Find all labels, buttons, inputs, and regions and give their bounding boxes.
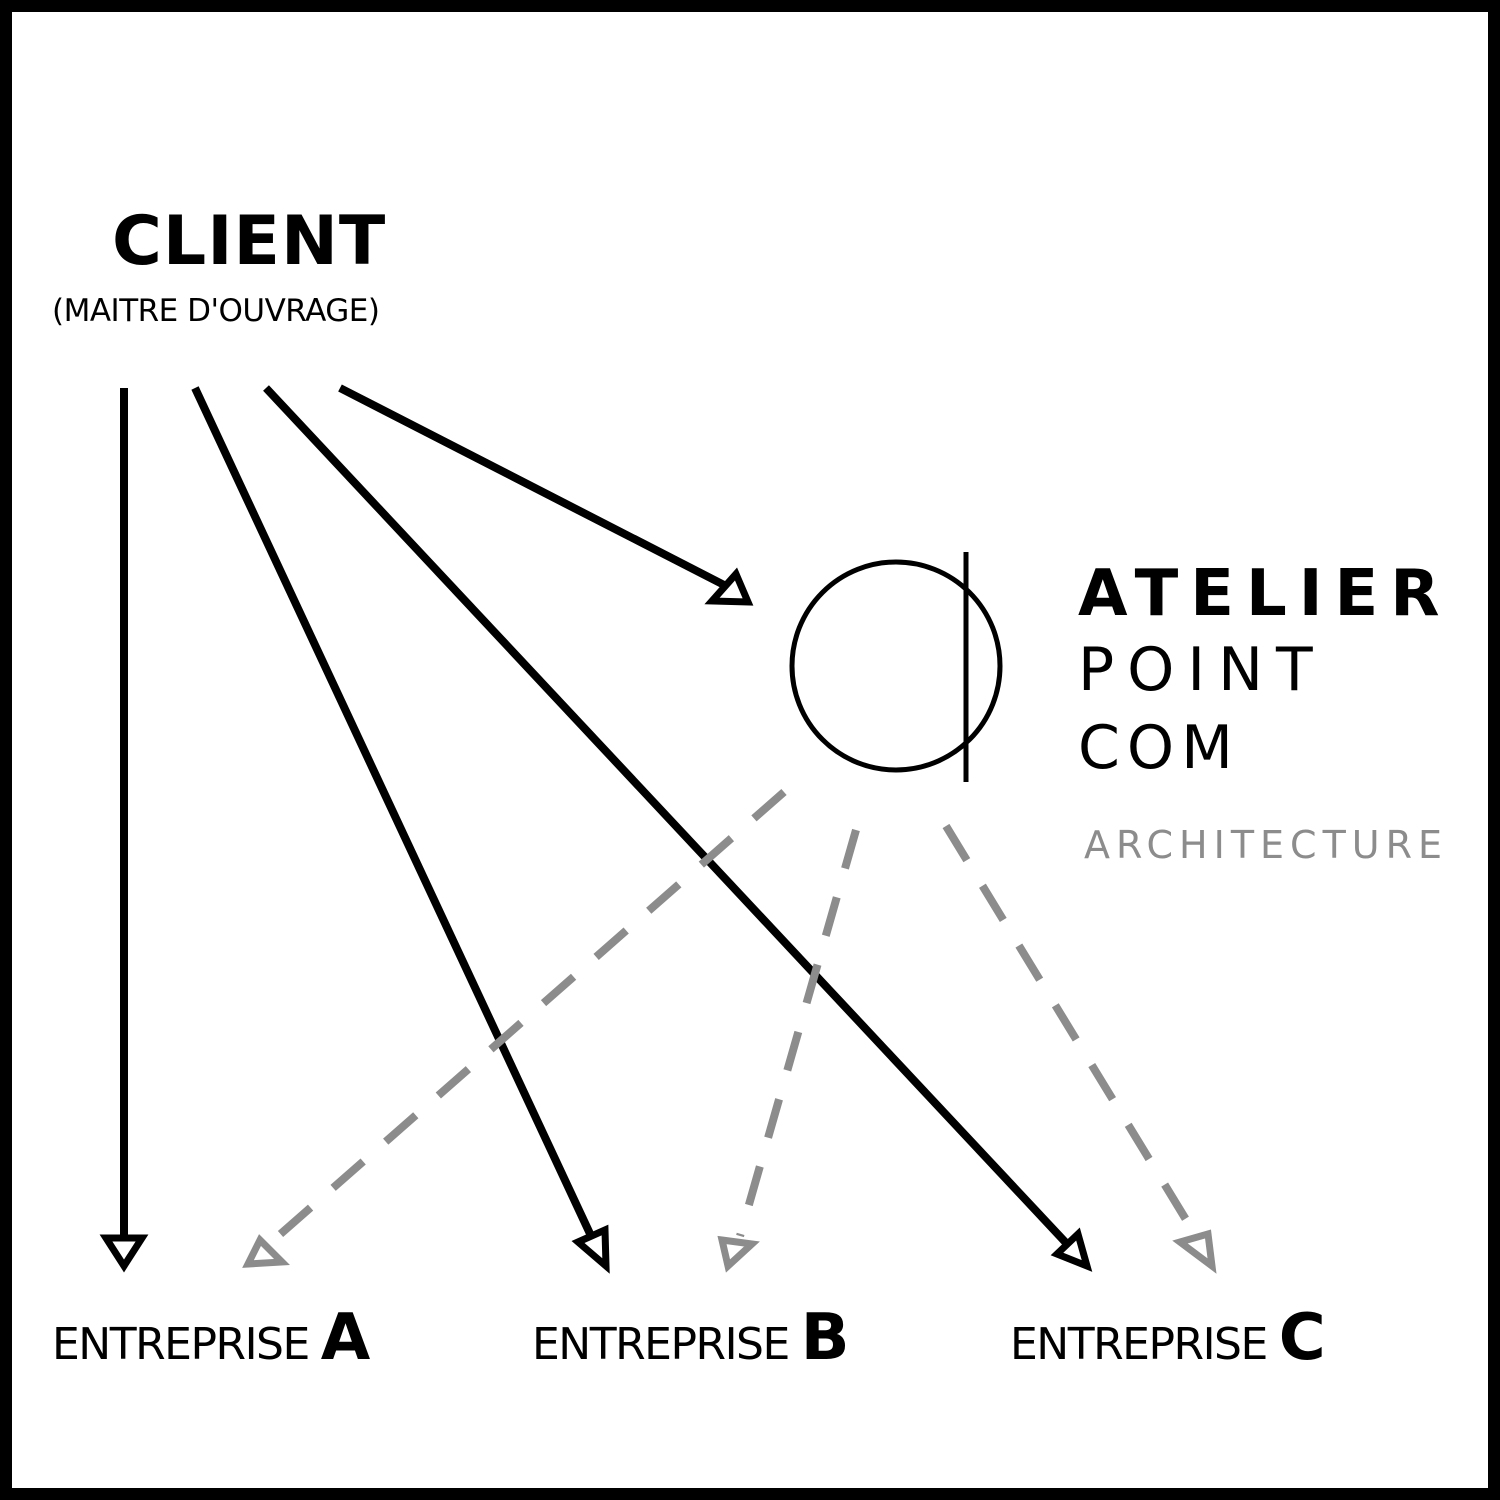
- brand-name-line-3: COM: [1078, 713, 1240, 783]
- entreprise-word: ENTREPRISE: [532, 1319, 790, 1370]
- arrowhead-entreprise-b: [571, 1224, 610, 1274]
- arrowhead-dashed-entreprise-b: [717, 1235, 760, 1273]
- entreprise-letter: C: [1278, 1301, 1326, 1375]
- client-subtitle: (MAITRE D'OUVRAGE): [52, 293, 380, 329]
- entreprise-letter: B: [800, 1301, 850, 1375]
- arrowhead-entreprise-a: [99, 1234, 149, 1273]
- arrow-architect-to-entreprise-b: [736, 828, 860, 1238]
- arrow-client-to-entreprise-b: [191, 386, 596, 1240]
- architect-arrowheads: [242, 1229, 1217, 1274]
- arrowhead-dashed-entreprise-a: [242, 1234, 290, 1268]
- architect-arrows: [273, 788, 1200, 1242]
- circle-with-vertical-line-logo-icon: [789, 552, 1003, 782]
- brand-tagline: ARCHITECTURE: [1084, 823, 1449, 867]
- entreprise-letter: A: [320, 1301, 371, 1375]
- arrow-client-to-architect: [338, 384, 730, 591]
- client-arrows: [120, 384, 1071, 1248]
- arrowhead-dashed-entreprise-c: [1172, 1229, 1217, 1274]
- brand-name-line-2: POINT: [1078, 635, 1326, 705]
- entreprise-word: ENTREPRISE: [52, 1319, 310, 1370]
- client-title: CLIENT: [112, 202, 387, 281]
- arrowhead-entreprise-c: [1050, 1227, 1093, 1272]
- arrow-client-to-entreprise-c: [263, 385, 1071, 1248]
- arrow-architect-to-entreprise-c: [942, 823, 1200, 1239]
- client-arrowheads: [99, 567, 1093, 1274]
- entreprise-word: ENTREPRISE: [1010, 1319, 1268, 1370]
- arrowhead-architect: [704, 567, 754, 606]
- arrow-architect-to-entreprise-a: [273, 788, 787, 1242]
- brand-name-line-1: ATELIER: [1078, 557, 1452, 631]
